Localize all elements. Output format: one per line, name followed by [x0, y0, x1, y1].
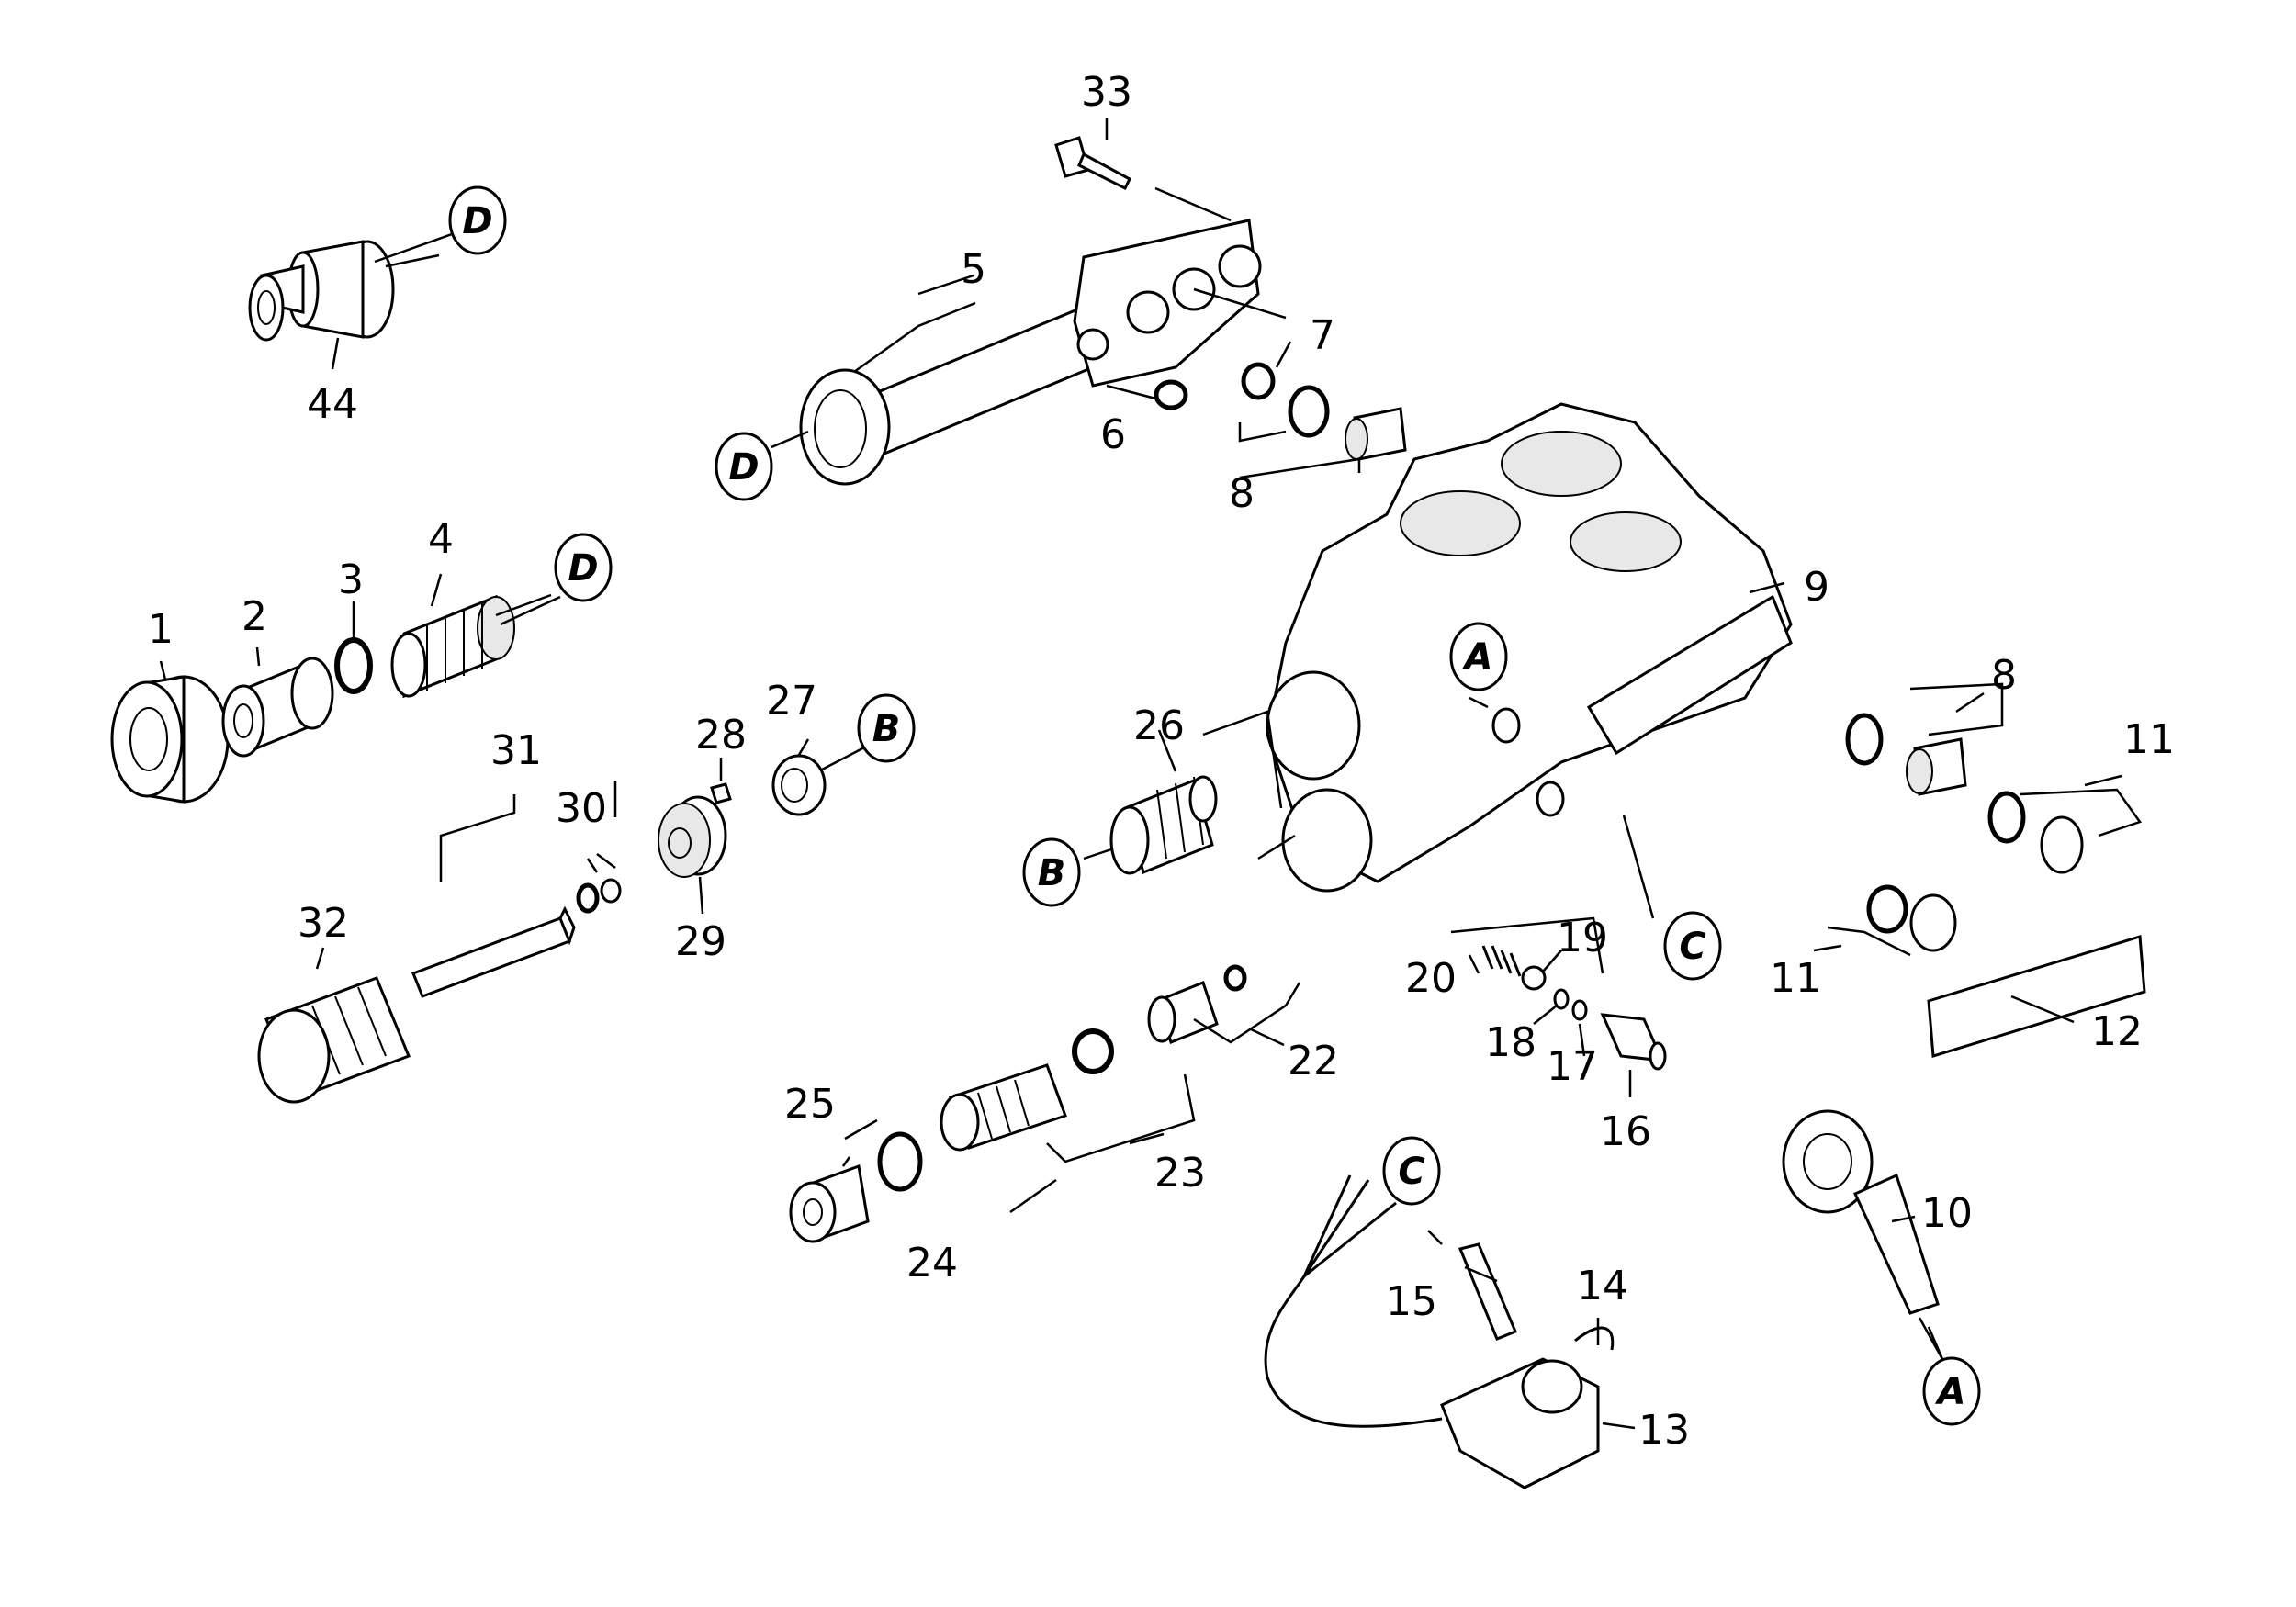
part-17-drawing: [1571, 999, 1588, 1021]
part-27-drawing: [771, 754, 827, 816]
svg-text:C: C: [1398, 1151, 1424, 1193]
label-part-31: 31: [490, 727, 542, 774]
ref-marker-d-filter: D: [554, 533, 613, 602]
svg-text:B: B: [872, 708, 901, 750]
part-29-drawing: [658, 795, 727, 878]
part-30-drawing: [576, 878, 622, 914]
part-28-drawing: [710, 782, 732, 804]
part-11-plug-right-drawing: [1987, 791, 2084, 874]
label-part-2: 2: [242, 593, 267, 640]
label-part-20: 20: [1405, 955, 1457, 1002]
label-part-26: 26: [1133, 702, 1185, 749]
part-10-gauge-drawing: [1782, 1109, 1940, 1315]
ref-marker-d-top: D: [448, 185, 507, 255]
label-part-44: 44: [307, 381, 358, 428]
label-part-24: 24: [906, 1240, 958, 1287]
part-4-filter-drawing: [390, 594, 515, 699]
label-part-8-lower: 8: [1991, 652, 2017, 699]
label-part-12: 12: [2091, 1008, 2143, 1055]
ref-marker-a-gauge: A: [1922, 1356, 1981, 1426]
part-1-nut-drawing: [110, 675, 230, 804]
svg-text:D: D: [728, 446, 759, 489]
svg-text:A: A: [1935, 1371, 1966, 1413]
part-8-valve-lower-drawing: [1845, 713, 1967, 796]
label-part-4: 4: [428, 516, 454, 563]
label-part-11-right: 11: [2123, 716, 2175, 763]
part-3-oring-drawing: [334, 637, 373, 694]
part-31-shaft-drawing: [411, 905, 576, 998]
svg-text:D: D: [568, 547, 598, 590]
reference-connectors: [374, 223, 1944, 1360]
label-part-28: 28: [695, 712, 747, 759]
part-7-oring-drawing: [1241, 362, 1276, 400]
part-19-drawing: [1521, 965, 1547, 991]
part-15-drawing: [1458, 1242, 1517, 1341]
part-drawings: [110, 136, 2146, 1489]
part-25-oring-drawing: [877, 1131, 923, 1192]
ref-marker-c-switch: C: [1382, 1136, 1441, 1206]
label-part-32: 32: [298, 900, 349, 947]
ref-marker-b-top: B: [857, 693, 916, 763]
label-part-19: 19: [1557, 915, 1608, 961]
svg-text:D: D: [462, 200, 492, 242]
part-26-valve-drawing: [1109, 775, 1218, 875]
label-part-6: 6: [1100, 411, 1126, 458]
part-8-valve-upper-drawing: [1288, 385, 1407, 461]
part-5-manifold-drawing: [799, 219, 1262, 486]
label-part-30: 30: [556, 785, 607, 832]
label-part-17: 17: [1547, 1043, 1598, 1090]
part-32-knob-drawing: [257, 976, 411, 1104]
part-44-coupling-drawing: [248, 240, 395, 342]
label-part-13: 13: [1638, 1407, 1690, 1454]
part-2-nipple-drawing: [221, 657, 334, 758]
label-part-27: 27: [766, 678, 817, 725]
label-part-3: 3: [338, 556, 364, 603]
ref-marker-a-pump: A: [1449, 622, 1508, 691]
part-24-plug-drawing: [789, 1163, 870, 1243]
part-6-oring-drawing: [1154, 379, 1188, 410]
part-22-drawing: [1147, 964, 1247, 1044]
label-part-15: 15: [1386, 1278, 1437, 1325]
part-23-drawing: [940, 1028, 1114, 1152]
part-9-pump-head-drawing: [1266, 402, 1793, 893]
label-part-23: 23: [1154, 1150, 1206, 1197]
label-part-25: 25: [784, 1081, 836, 1128]
label-part-8-upper: 8: [1229, 470, 1255, 517]
label-part-16: 16: [1600, 1108, 1651, 1155]
reference-markers: D D D B B A A C: [448, 185, 1981, 1426]
label-part-22: 22: [1288, 1038, 1339, 1084]
ref-marker-c-pump: C: [1663, 911, 1722, 981]
part-number-labels: 1 2 3 4 5 6 7 8 8 9 10 11 11 12 13 14 15…: [148, 69, 2175, 1454]
label-part-33: 33: [1081, 69, 1132, 116]
label-part-11-lower: 11: [1770, 955, 1821, 1002]
label-part-29: 29: [675, 918, 726, 965]
ref-marker-b-bottom: B: [1022, 837, 1081, 907]
part-14-drawing: [1574, 1326, 1615, 1351]
part-13-switch-drawing: [1264, 1174, 1600, 1489]
leader-lines: [159, 118, 2143, 1430]
part-16-drawing: [1600, 1013, 1667, 1071]
part-12-plate-drawing: [1927, 935, 2146, 1058]
label-part-7: 7: [1310, 312, 1335, 359]
label-part-18: 18: [1485, 1019, 1536, 1066]
label-part-10: 10: [1921, 1190, 1973, 1237]
label-part-5: 5: [961, 246, 986, 293]
part-33-screw-drawing: [1054, 136, 1131, 191]
svg-text:C: C: [1679, 926, 1705, 968]
svg-text:B: B: [1038, 852, 1066, 894]
svg-text:A: A: [1462, 636, 1493, 679]
label-part-14: 14: [1577, 1263, 1628, 1309]
part-18-drawing: [1553, 988, 1570, 1010]
part-11-plug-lower-drawing: [1866, 884, 1957, 952]
label-part-9: 9: [1804, 564, 1829, 611]
part-20-spring-drawing: [1481, 945, 1522, 977]
ref-marker-d-manifold: D: [715, 432, 773, 501]
label-part-1: 1: [148, 606, 174, 653]
